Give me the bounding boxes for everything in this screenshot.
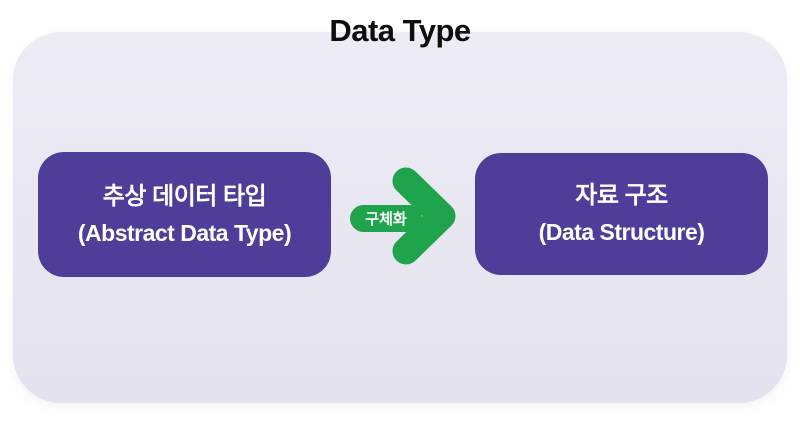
abstract-data-type-english-label: (Abstract Data Type) bbox=[77, 219, 292, 246]
transform-arrow-icon: 구체화 bbox=[350, 167, 456, 265]
abstract-data-type-korean-label: 추상 데이터 타입 bbox=[102, 182, 267, 210]
page-title: Data Type bbox=[329, 13, 471, 48]
arrow-chevron bbox=[392, 167, 456, 265]
abstract-data-type-box: 추상 데이터 타입 (Abstract Data Type) bbox=[38, 152, 331, 277]
data-structure-box: 자료 구조 (Data Structure) bbox=[475, 153, 768, 275]
arrow-label: 구체화 bbox=[365, 211, 407, 228]
data-structure-english-label: (Data Structure) bbox=[538, 219, 705, 245]
data-structure-korean-label: 자료 구조 bbox=[575, 182, 668, 209]
arrow-shaft bbox=[350, 205, 422, 232]
